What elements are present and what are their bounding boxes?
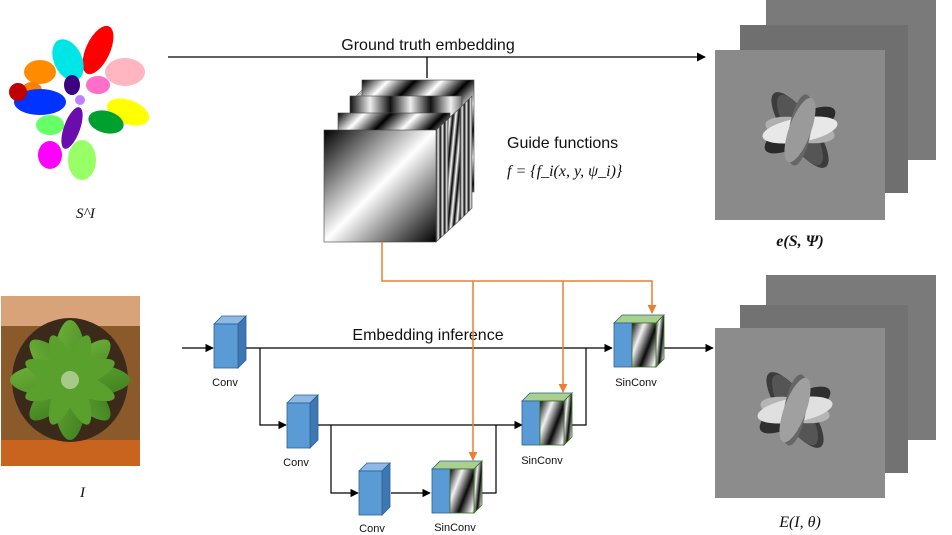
segmentation-label: S^I bbox=[76, 206, 96, 222]
sinconv-block-2 bbox=[521, 392, 573, 446]
sinconv-label-1: SinConv bbox=[434, 522, 476, 534]
guide-functions-formula: f = {f_i(x, y, ψ_i)} bbox=[507, 163, 623, 180]
predicted-embedding-output-label: E(I, θ) bbox=[778, 514, 821, 531]
gt-embedding-output-label: e(S, Ψ) bbox=[776, 233, 823, 250]
embedding-inference-label: Embedding inference bbox=[352, 327, 503, 344]
network-connections bbox=[182, 343, 714, 498]
conv-block-1 bbox=[213, 315, 247, 369]
conv-label-2: Conv bbox=[283, 457, 309, 469]
conv-label-3: Conv bbox=[359, 523, 385, 535]
input-image bbox=[1, 296, 140, 466]
guide-injection-arrows bbox=[381, 242, 657, 461]
guide-function-stack bbox=[323, 79, 475, 243]
guide-functions-title: Guide functions bbox=[507, 135, 618, 152]
segmentation-image bbox=[9, 25, 150, 180]
gt-embedding-label: Ground truth embedding bbox=[341, 37, 514, 54]
conv-block-3 bbox=[358, 462, 391, 516]
sinconv-block-1 bbox=[431, 460, 483, 514]
gt-embedding-stack bbox=[715, 0, 936, 220]
input-image-label: I bbox=[79, 485, 86, 501]
sinconv-label-3: SinConv bbox=[615, 377, 657, 389]
sinconv-block-3 bbox=[613, 314, 665, 368]
sinconv-label-2: SinConv bbox=[521, 455, 563, 467]
conv-block-2 bbox=[286, 394, 319, 449]
predicted-embedding-stack bbox=[715, 275, 936, 498]
conv-label-1: Conv bbox=[212, 377, 238, 389]
